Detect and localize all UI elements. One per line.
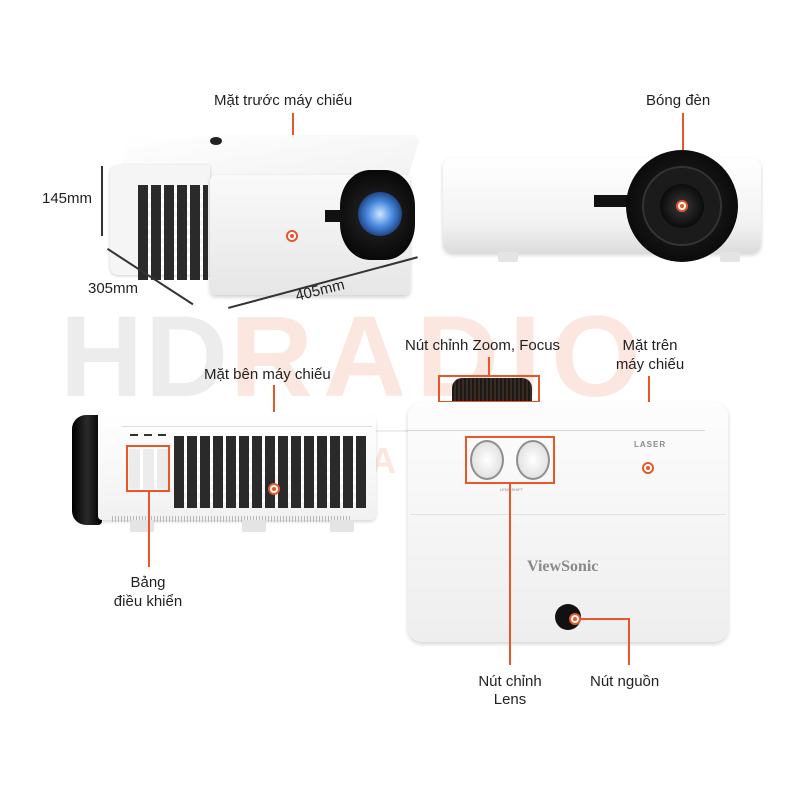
projector-perspective-image: [108, 135, 422, 295]
lens-shift-knob-horizontal[interactable]: [516, 440, 550, 480]
front-slot: [594, 195, 634, 207]
zoom-focus-leader: [488, 357, 490, 375]
power-button-small: [210, 137, 222, 145]
front-face-marker: [286, 230, 298, 242]
control-panel-callout-line1: Bảng: [130, 574, 166, 591]
lens-perspective: [340, 170, 415, 260]
top-face-callout-line1: Mặt trên: [622, 337, 678, 354]
top-face-marker: [642, 462, 654, 474]
control-panel-leader: [148, 492, 150, 567]
projector-top-image: [408, 402, 728, 642]
side-vent: [138, 185, 208, 280]
height-dimension: 145mm: [42, 190, 93, 207]
laser-badge: LASER: [634, 440, 667, 449]
zoom-focus-ring[interactable]: [452, 378, 532, 402]
projector-side-image: [72, 412, 376, 537]
height-dimension-line: [101, 166, 103, 236]
control-panel-callout-line2: điều khiển: [113, 593, 183, 610]
lens-shift-label: LENS SHIFT: [500, 487, 524, 492]
lamp-marker: [676, 200, 688, 212]
side-face-callout: Mặt bên máy chiếu: [204, 366, 331, 383]
depth-dimension: 305mm: [88, 280, 139, 297]
control-panel-highlight: [126, 445, 170, 492]
zoom-focus-callout: Nút chỉnh Zoom, Focus: [405, 337, 561, 354]
lamp-callout: Bóng đèn: [646, 92, 711, 109]
lens-shift-callout-line1: Nút chỉnh: [478, 673, 542, 690]
control-panel-buttons: [129, 449, 169, 489]
front-face-callout: Mặt trước máy chiếu: [214, 92, 353, 109]
top-face-callout-line2: máy chiếu: [615, 356, 685, 373]
lens-shift-callout-line2: Lens: [493, 691, 527, 708]
watermark-hd: HD: [60, 293, 231, 421]
side-vent-grille: [174, 436, 366, 508]
watermark-radio: RADIO: [230, 293, 651, 421]
zoom-focus-highlight: [438, 375, 540, 403]
lens-shift-knob-vertical[interactable]: [470, 440, 504, 480]
power-leader-v: [628, 618, 630, 665]
viewsonic-logo: ViewSonic: [527, 558, 599, 575]
lens-shift-leader: [509, 484, 511, 665]
lens-shift-highlight: [465, 436, 555, 484]
power-callout: Nút nguồn: [590, 673, 660, 690]
side-face-marker: [268, 483, 280, 495]
power-leader-h: [580, 618, 630, 620]
